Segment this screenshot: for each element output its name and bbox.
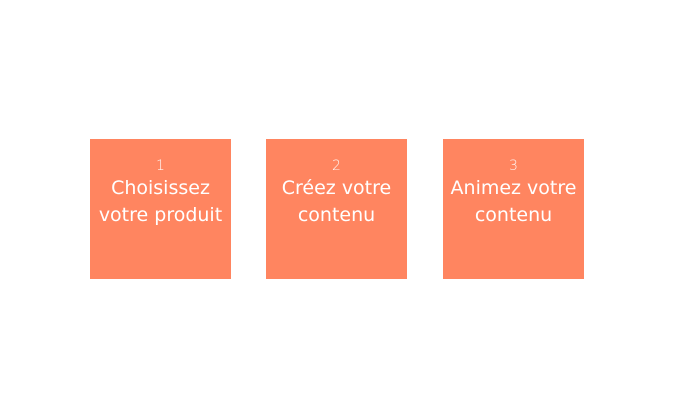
step-number: 1 bbox=[156, 158, 165, 174]
step-title: Créez votre contenu bbox=[281, 177, 392, 226]
step-card-1: 1 Choisissez votre produit bbox=[90, 139, 231, 279]
step-number: 3 bbox=[509, 158, 518, 174]
step-title: Animez votre contenu bbox=[450, 177, 577, 226]
step-card-2: 2 Créez votre contenu bbox=[266, 139, 407, 279]
step-title: Choisissez votre produit bbox=[98, 177, 223, 226]
step-number: 2 bbox=[332, 158, 341, 174]
step-card-3: 3 Animez votre contenu bbox=[443, 139, 584, 279]
